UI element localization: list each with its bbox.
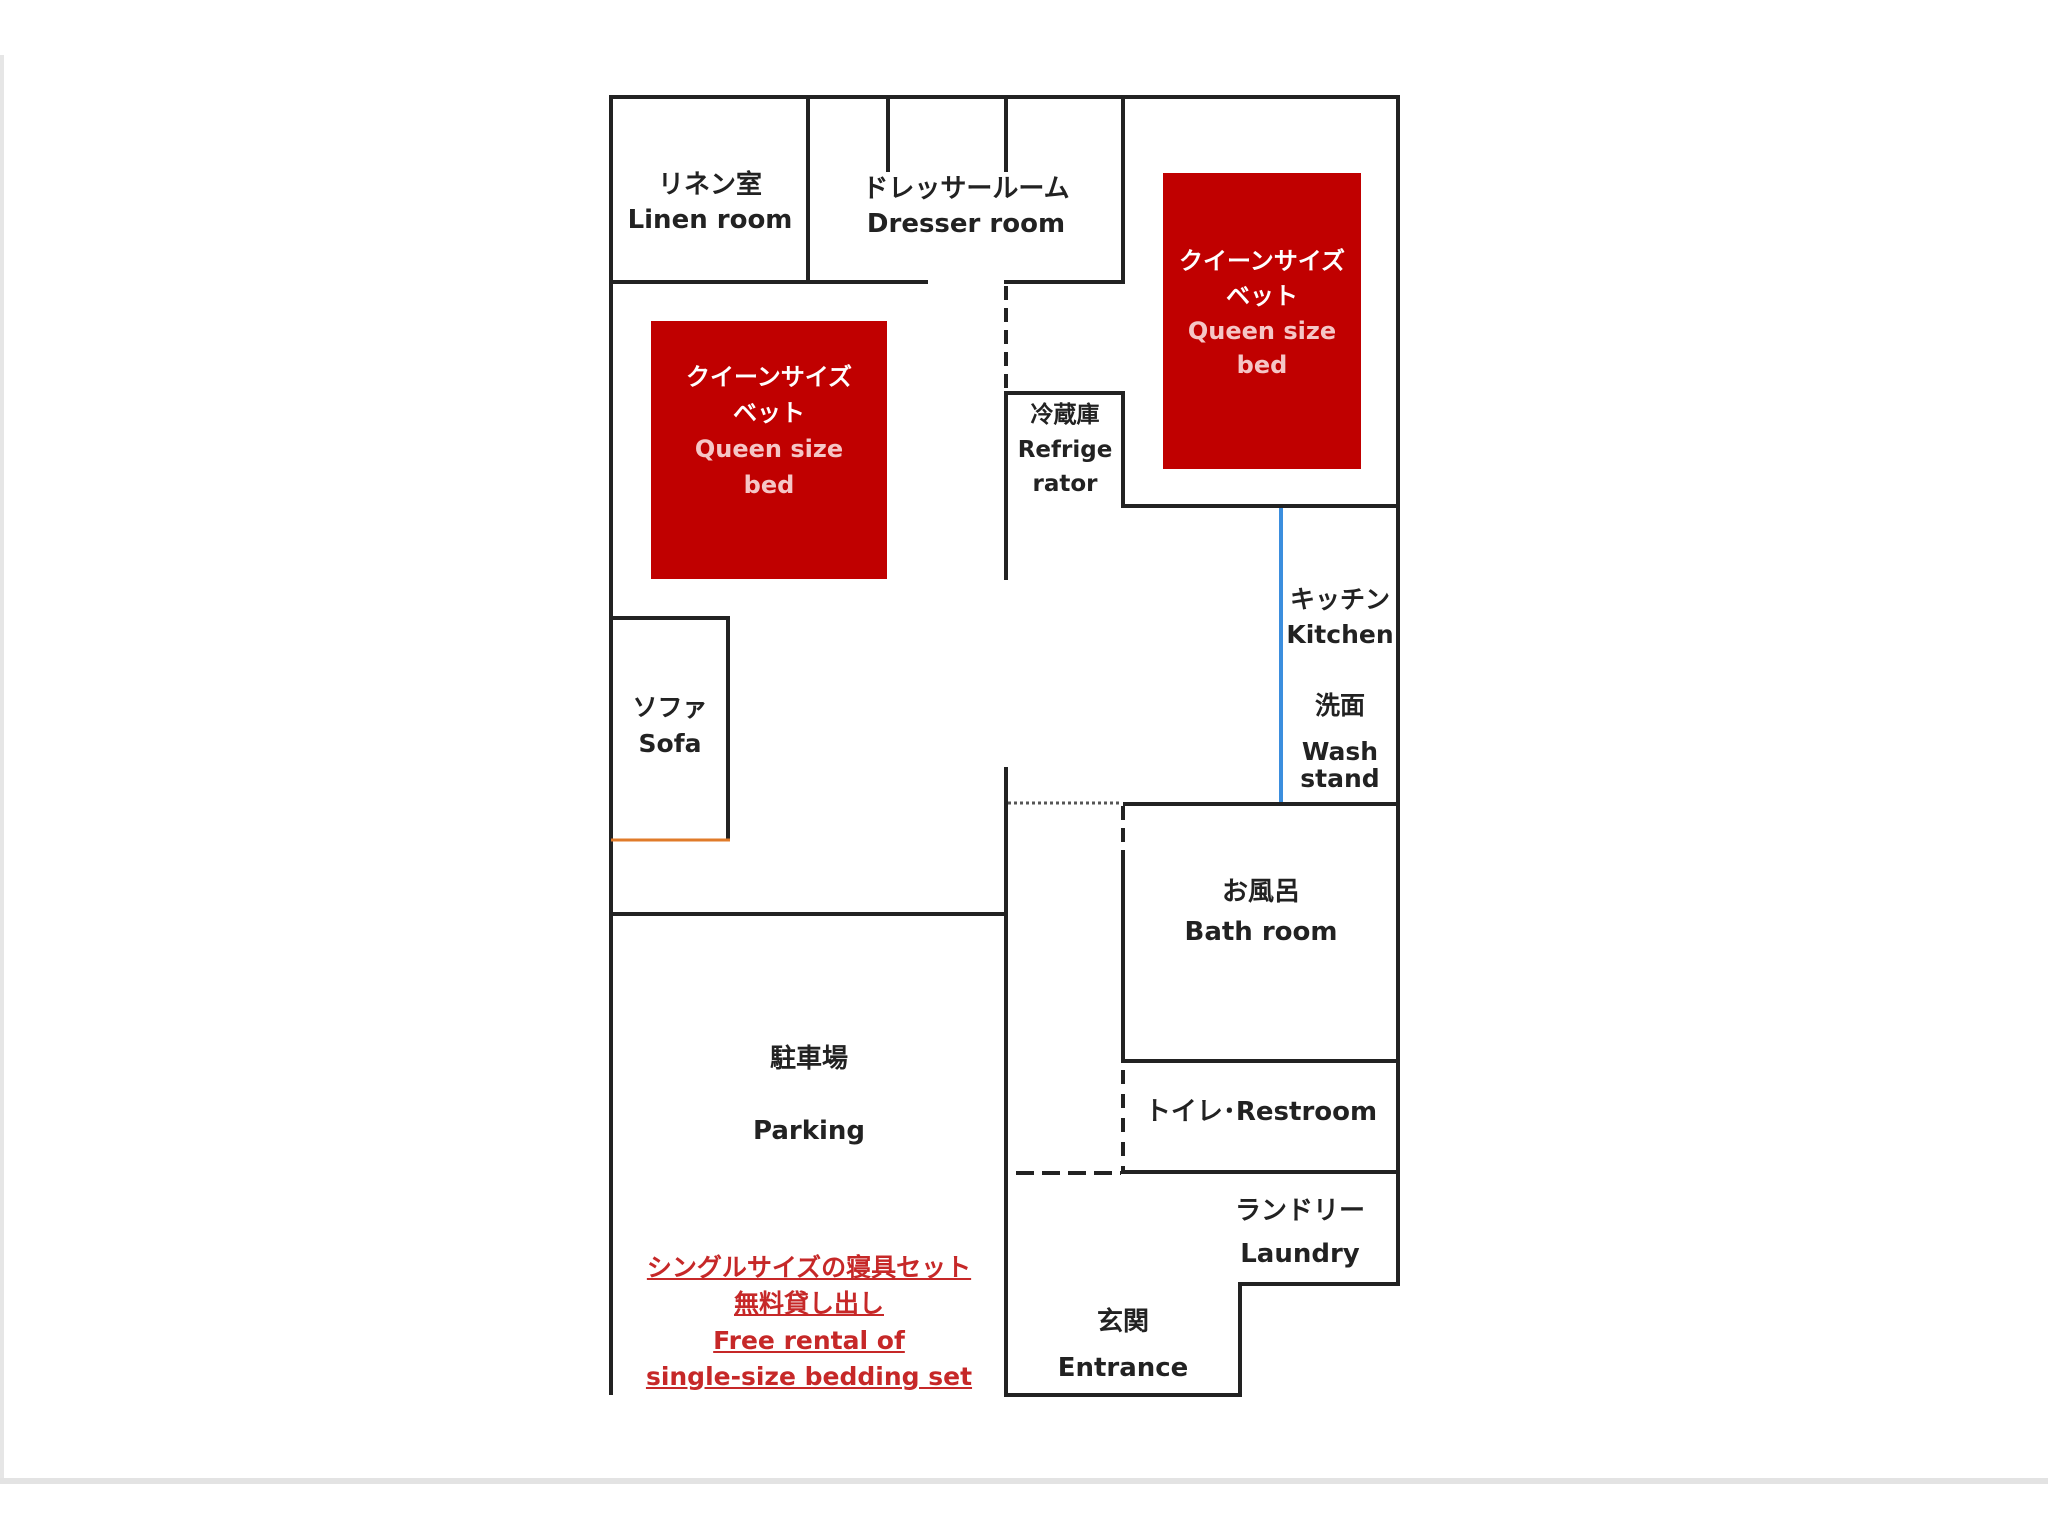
- wash-stand-en-1: Wash: [1301, 737, 1379, 767]
- parking-label: 駐車場 Parking: [613, 1046, 1005, 1144]
- entrance-label: 玄関 Entrance: [1008, 1300, 1238, 1391]
- bed-left-en-2: bed: [743, 471, 795, 499]
- sofa-ja: ソファ: [632, 693, 708, 722]
- linen-room-ja: リネン室: [657, 170, 762, 200]
- parking-en: Parking: [752, 1116, 866, 1146]
- bed-right-label: クイーンサイズ ベット Queen size bed: [1163, 244, 1361, 383]
- bed-left-rect: [651, 321, 887, 579]
- entrance-en: Entrance: [1057, 1352, 1189, 1383]
- bedding-note-line-3: Free rental of: [713, 1325, 905, 1355]
- kitchen-ja: キッチン: [1289, 585, 1390, 614]
- linen-room-en: Linen room: [627, 205, 793, 236]
- kitchen-label: キッチン Kitchen: [1283, 582, 1397, 652]
- bed-left-en-1: Queen size: [694, 435, 844, 463]
- bedding-note-line-4: single-size bedding set: [645, 1361, 973, 1391]
- wash-stand-en-2: stand: [1300, 763, 1380, 793]
- bed-right-en-1: Queen size: [1187, 316, 1337, 345]
- bed-left-ja-2: ベット: [733, 399, 805, 427]
- dresser-room-en: Dresser room: [866, 209, 1066, 240]
- laundry-en: Laundry: [1240, 1238, 1360, 1269]
- page-bottom-border: [0, 1478, 2048, 1484]
- bath-room-en: Bath room: [1184, 917, 1338, 948]
- bath-room-ja: お風呂: [1221, 877, 1300, 907]
- entrance-ja: 玄関: [1096, 1307, 1149, 1337]
- bath-room-label: お風呂 Bath room: [1125, 872, 1397, 953]
- walls: [609, 95, 1400, 1397]
- wash-stand-ja: 洗面: [1314, 691, 1365, 720]
- dresser-room-ja: ドレッサールーム: [862, 174, 1070, 204]
- refrigerator-label: 冷蔵庫 Refrige rator: [1008, 398, 1122, 502]
- bed-right-ja-1: クイーンサイズ: [1178, 247, 1346, 275]
- kitchen-en: Kitchen: [1286, 620, 1394, 649]
- wash-stand-label: 洗面 Wash stand: [1283, 691, 1397, 793]
- restroom-label: トイレ･Restroom: [1125, 1097, 1397, 1128]
- bed-left-ja-1: クイーンサイズ: [685, 363, 853, 391]
- page-top-margin: [0, 0, 2048, 55]
- bedding-note-line-2: 無料貸し出し: [733, 1289, 884, 1319]
- page-left-border: [0, 55, 4, 1480]
- bed-right-ja-2: ベット: [1226, 281, 1298, 310]
- bedding-rental-note: シングルサイズの寝具セット 無料貸し出し Free rental of sing…: [613, 1250, 1005, 1395]
- linen-room-label: リネン室 Linen room: [615, 170, 805, 236]
- dresser-room-label: ドレッサールーム Dresser room: [812, 174, 1120, 240]
- bedding-note-line-1: シングルサイズの寝具セット: [646, 1253, 972, 1282]
- sofa-en: Sofa: [638, 729, 702, 759]
- laundry-ja: ランドリー: [1234, 1196, 1365, 1226]
- refrigerator-en-1: Refrige: [1017, 436, 1113, 463]
- door-openings: [1004, 286, 1125, 1175]
- restroom-text: トイレ･Restroom: [1144, 1097, 1378, 1127]
- bed-right-rect: [1163, 173, 1361, 469]
- bed-right-en-2: bed: [1236, 351, 1288, 380]
- refrigerator-en-2: rator: [1032, 471, 1098, 497]
- laundry-label: ランドリー Laundry: [1200, 1190, 1400, 1276]
- refrigerator-ja: 冷蔵庫: [1030, 402, 1100, 428]
- parking-ja: 駐車場: [769, 1044, 848, 1074]
- bed-left-label: クイーンサイズ ベット Queen size bed: [651, 359, 887, 503]
- sofa-label: ソファ Sofa: [613, 690, 727, 763]
